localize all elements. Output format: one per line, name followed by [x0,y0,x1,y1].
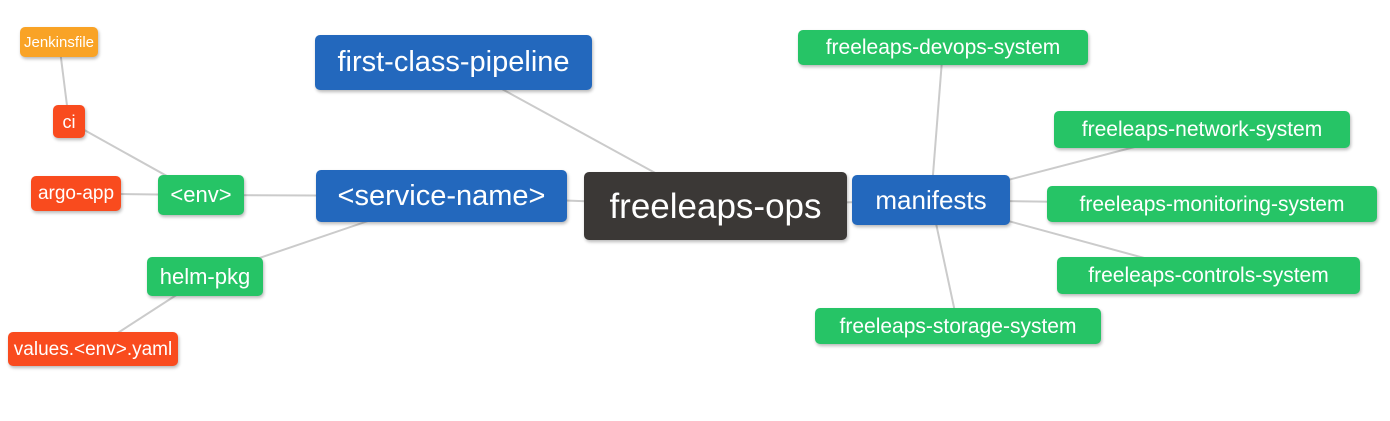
node-manifests[interactable]: manifests [852,175,1010,225]
node-freeleaps-storage-system[interactable]: freeleaps-storage-system [815,308,1101,344]
node-argo-app[interactable]: argo-app [31,176,121,211]
node-freeleaps-monitoring-system[interactable]: freeleaps-monitoring-system [1047,186,1377,222]
node-first-class-pipeline[interactable]: first-class-pipeline [315,35,592,90]
node-freeleaps-devops-system[interactable]: freeleaps-devops-system [798,30,1088,65]
node-freeleaps-controls-system[interactable]: freeleaps-controls-system [1057,257,1360,294]
node-service-name[interactable]: <service-name> [316,170,567,222]
node-jenkinsfile[interactable]: Jenkinsfile [20,27,98,57]
node-ci[interactable]: ci [53,105,85,138]
node-env[interactable]: <env> [158,175,244,215]
edge-manifests-freeleaps-devops-system [930,47,944,201]
node-values-env-yaml[interactable]: values.<env>.yaml [8,332,178,366]
node-helm-pkg[interactable]: helm-pkg [147,257,263,296]
node-freeleaps-ops[interactable]: freeleaps-ops [584,172,847,240]
node-freeleaps-network-system[interactable]: freeleaps-network-system [1054,111,1350,148]
